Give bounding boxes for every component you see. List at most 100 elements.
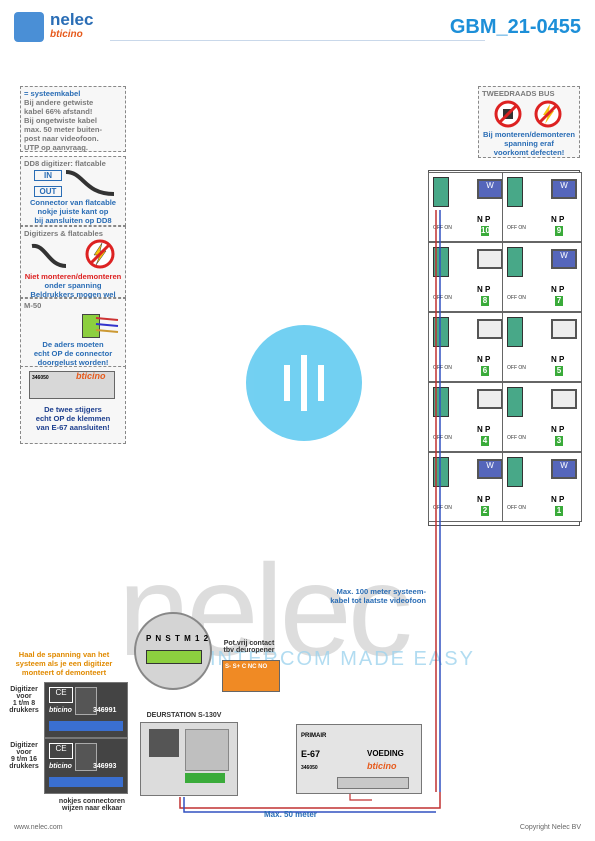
flatcable-connector	[75, 687, 97, 715]
offon-switch[interactable]: OFF ON	[433, 225, 452, 231]
apartment-number: 10	[481, 226, 490, 236]
digitizer2-label: Digitizer voor 9 t/m 16 drukkers	[9, 742, 39, 770]
wires-icon	[95, 317, 119, 333]
note-line: Connector van flatcable	[29, 198, 117, 207]
apartment-number: 3	[555, 436, 563, 446]
digitizer-warning: Haal de spanning van het systeem als je …	[15, 650, 113, 677]
part-number: 346050	[301, 765, 318, 771]
offon-switch[interactable]: OFF ON	[433, 295, 452, 301]
note-title: M-50	[24, 301, 42, 310]
apartment-number: 6	[481, 366, 489, 376]
note-line: bij aansluiten op DD8	[34, 216, 112, 225]
part-number: 346993	[93, 763, 117, 770]
brand-logo: bticino	[49, 707, 72, 714]
note-title: DD8 digitizer: flatcable	[24, 159, 106, 168]
offon-switch[interactable]: OFF ON	[507, 225, 526, 231]
np-label: N P	[477, 215, 491, 224]
electronics-board	[185, 729, 229, 771]
note-line: nokje juiste kant op	[37, 207, 109, 216]
terminal-block	[433, 177, 449, 207]
terminal-block	[507, 247, 523, 277]
np-label: N P	[551, 495, 565, 504]
watermark-logo-icon	[246, 325, 362, 441]
note-line: Niet monteren/demonteren	[24, 272, 122, 281]
offon-switch[interactable]: OFF ON	[507, 365, 526, 371]
offon-switch[interactable]: OFF ON	[507, 505, 526, 511]
no-voltage-icon	[534, 100, 562, 128]
flatcable-connector	[75, 743, 97, 771]
apartment-number: 8	[481, 296, 489, 306]
ce-icon: CE	[49, 743, 73, 759]
apartment-number: 4	[481, 436, 489, 446]
flatcable-icon	[65, 170, 115, 196]
nelec-logo-icon	[14, 12, 44, 42]
screen-icon	[551, 389, 577, 409]
out-label: OUT	[34, 186, 62, 197]
screen-icon	[477, 319, 503, 339]
videophone-unit: N P 8 OFF ON	[428, 242, 508, 312]
apartment-number: 9	[555, 226, 563, 236]
terminal-block	[507, 457, 523, 487]
note-line: Beldrukkers mogen wel	[30, 290, 116, 299]
terminal-labels: S- S+ C NC NO	[225, 664, 268, 670]
m50-connector-icon	[82, 314, 100, 338]
ce-icon: CE	[49, 687, 73, 703]
note-line: UTP op aanvraag.	[24, 143, 89, 152]
np-label: N P	[477, 495, 491, 504]
part-number: 346991	[93, 707, 117, 714]
e67-mini-device: 346050 bticino	[29, 371, 115, 399]
apartment-number: 5	[555, 366, 563, 376]
note-title: TWEEDRAADS BUS	[482, 89, 555, 98]
brand-logo: bticino	[49, 763, 72, 770]
digitizer1-label: Digitizer voor 1 t/m 8 drukkers	[9, 686, 39, 714]
offon-switch[interactable]: OFF ON	[433, 505, 452, 511]
primair-label: PRIMAIR	[301, 733, 327, 739]
part-number: 346050	[32, 375, 49, 381]
terminal-block	[507, 177, 523, 207]
terminal-block	[433, 457, 449, 487]
np-label: N P	[551, 215, 565, 224]
offon-switch[interactable]: OFF ON	[433, 435, 452, 441]
terminal-zoom: P N S T M 1 2	[134, 612, 212, 690]
apartment-number: 2	[481, 506, 489, 516]
terminal-strip	[49, 721, 123, 731]
no-voltage-icon	[85, 239, 115, 269]
screen-icon: W	[551, 459, 577, 479]
note-line: voorkomt defecten!	[493, 148, 565, 157]
offon-switch[interactable]: OFF ON	[507, 295, 526, 301]
note-dd8: DD8 digitizer: flatcable IN OUT Connecto…	[20, 156, 126, 226]
deurstation-label: DEURSTATION S-130V	[146, 712, 222, 719]
terminal-block	[507, 387, 523, 417]
screen-icon: W	[551, 179, 577, 199]
videophone-unit: N P 5 OFF ON	[502, 312, 582, 382]
sub-brand: bticino	[50, 29, 83, 40]
apartment-number: 7	[555, 296, 563, 306]
terminal-block	[433, 387, 449, 417]
screen-icon: W	[551, 249, 577, 269]
note-line: echt OP de connector	[33, 349, 113, 358]
terminal-strip	[337, 777, 409, 789]
note-title: Digitizers & flatcables	[24, 229, 103, 238]
screen-icon	[551, 319, 577, 339]
terminal-block	[146, 650, 202, 664]
offon-switch[interactable]: OFF ON	[433, 365, 452, 371]
note-digitizers: Digitizers & flatcables Niet monteren/de…	[20, 226, 126, 299]
door-opener-terminal: S- S+ C NC NO	[222, 660, 280, 692]
no-plug-icon	[494, 100, 522, 128]
deurstation	[140, 722, 238, 796]
header-divider	[110, 40, 485, 41]
offon-switch[interactable]: OFF ON	[507, 435, 526, 441]
np-label: N P	[551, 355, 565, 364]
screen-icon	[477, 389, 503, 409]
terminal-block	[507, 317, 523, 347]
terminal-block	[433, 247, 449, 277]
cable-icon	[31, 243, 67, 268]
np-label: N P	[551, 285, 565, 294]
np-label: N P	[477, 285, 491, 294]
brand-logo: bticino	[367, 761, 397, 771]
note-line: max. 50 meter buiten-	[24, 125, 103, 134]
